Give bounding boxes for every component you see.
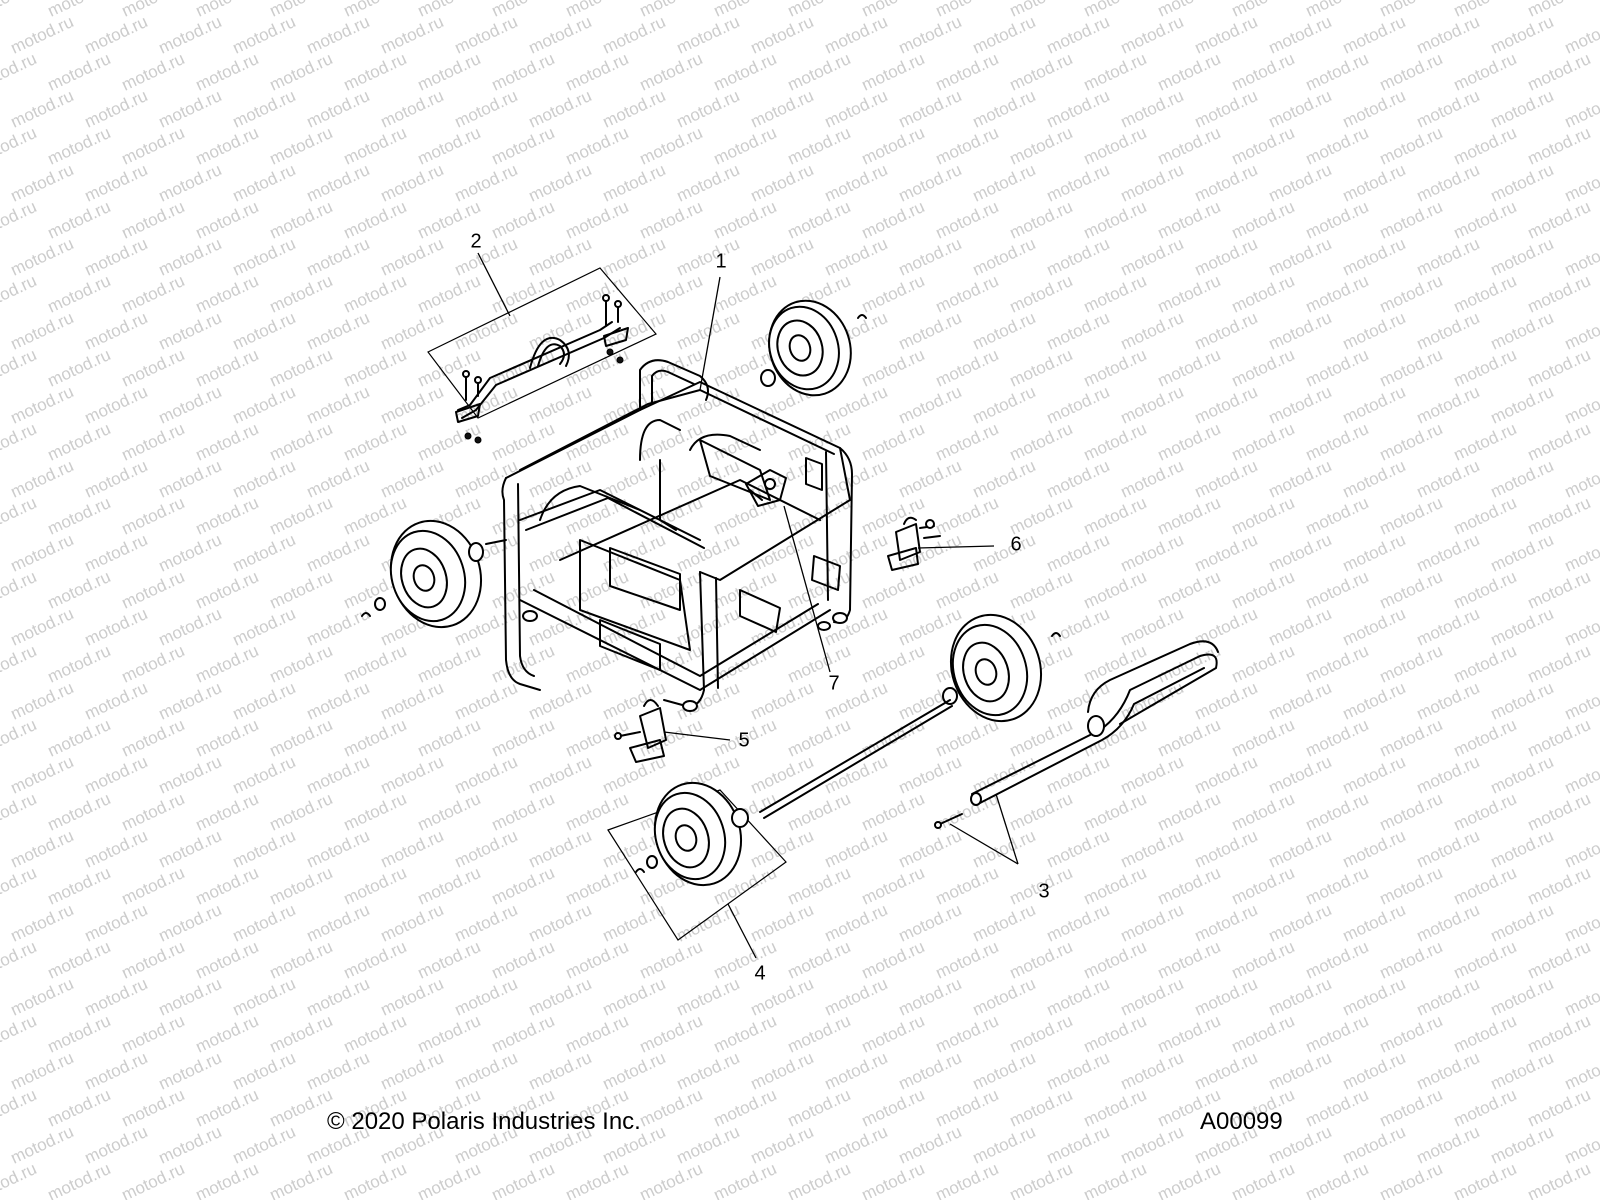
bracket-5 xyxy=(614,699,667,763)
figure-id: A00099 xyxy=(1200,1108,1283,1135)
frame-assembly xyxy=(501,359,853,712)
callout-5: 5 xyxy=(738,729,750,752)
callout-2: 2 xyxy=(470,230,482,253)
leader-lines xyxy=(477,252,1019,959)
callout-6: 6 xyxy=(1010,533,1022,556)
copyright-notice: © 2020 Polaris Industries Inc. xyxy=(327,1108,641,1135)
callout-7: 7 xyxy=(828,672,840,695)
callout-1: 1 xyxy=(715,250,727,273)
axle xyxy=(759,699,953,819)
wheel-front-left xyxy=(361,519,507,629)
wheel-kit-group xyxy=(607,781,787,941)
callout-4: 4 xyxy=(754,962,766,985)
wheel-rear-right xyxy=(760,299,867,397)
bracket-6 xyxy=(887,516,941,571)
wheel-axle-right xyxy=(942,613,1061,723)
callout-3: 3 xyxy=(1038,880,1050,903)
